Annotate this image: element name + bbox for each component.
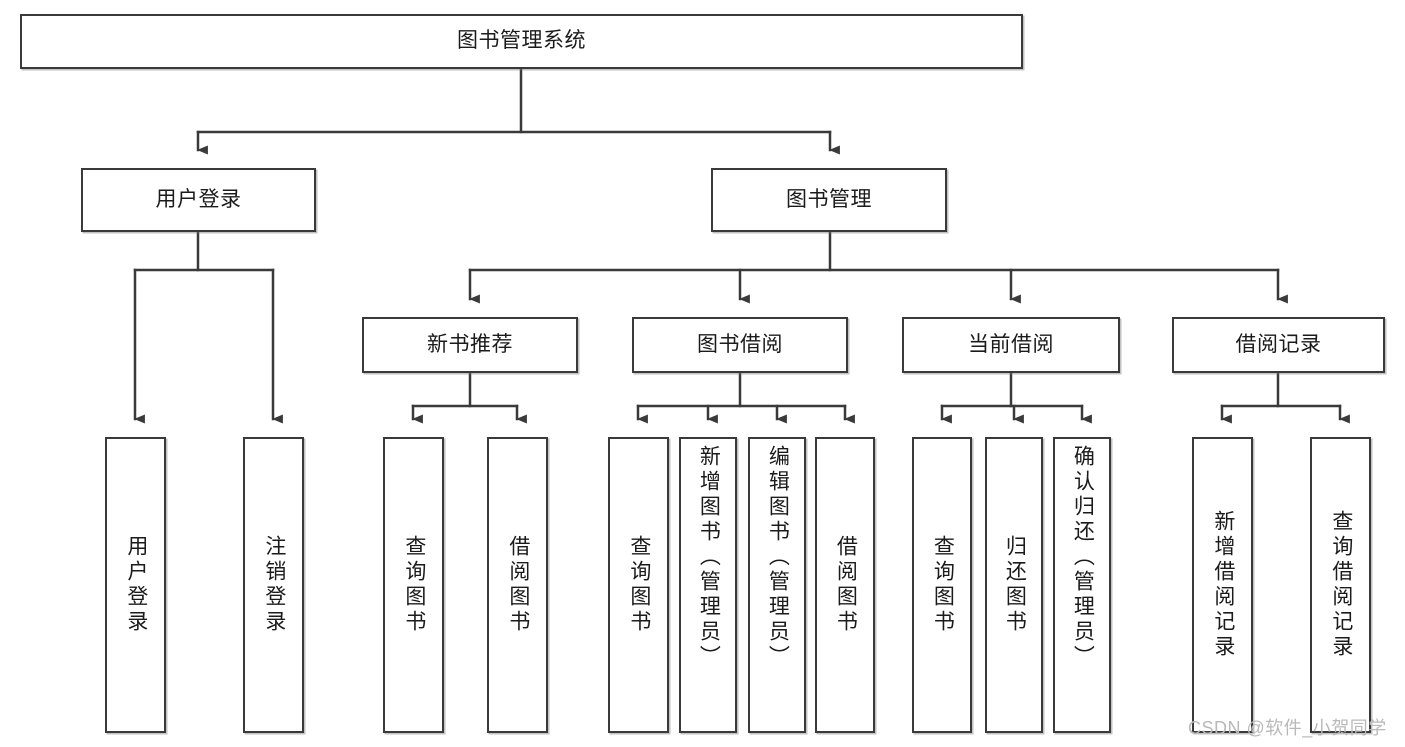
node-root[interactable]: 图书管理系统 [20, 14, 1023, 69]
leaf-edit-book-admin[interactable]: 编辑图书（管理员） [748, 437, 806, 733]
node-current-borrow-label: 当前借阅 [968, 332, 1054, 356]
node-book-manage[interactable]: 图书管理 [711, 168, 947, 232]
leaf-query-borrow-record-label: 查询借阅记录 [1329, 510, 1353, 660]
leaf-logout[interactable]: 注销登录 [243, 437, 304, 733]
node-borrow-record-label: 借阅记录 [1235, 332, 1322, 356]
leaf-edit-book-admin-label: 编辑图书（管理员） [766, 445, 790, 670]
leaf-logout-label: 注销登录 [262, 535, 286, 635]
node-user-login[interactable]: 用户登录 [81, 168, 316, 232]
leaf-add-borrow-record-label: 新增借阅记录 [1211, 510, 1235, 660]
leaf-borrow-book-label: 借阅图书 [834, 535, 858, 635]
leaf-confirm-return-admin-label: 确认归还（管理员） [1071, 445, 1095, 670]
leaf-return-book-label: 归还图书 [1003, 535, 1027, 635]
node-new-book-recommend[interactable]: 新书推荐 [362, 317, 578, 373]
leaf-user-login[interactable]: 用户登录 [105, 437, 166, 733]
node-book-borrow-label: 图书借阅 [697, 332, 783, 356]
leaf-add-book-admin-label: 新增图书（管理员） [697, 445, 721, 670]
leaf-query-borrow-record[interactable]: 查询借阅记录 [1310, 437, 1371, 733]
node-book-borrow[interactable]: 图书借阅 [632, 317, 848, 373]
node-user-login-label: 用户登录 [155, 187, 242, 211]
leaf-query-book-recommend[interactable]: 查询图书 [383, 437, 444, 733]
leaf-borrow-book-recommend-label: 借阅图书 [506, 535, 530, 635]
node-book-manage-label: 图书管理 [786, 187, 872, 211]
leaf-borrow-book[interactable]: 借阅图书 [815, 437, 875, 733]
leaf-user-login-label: 用户登录 [124, 535, 148, 635]
leaf-return-book[interactable]: 归还图书 [985, 437, 1043, 733]
leaf-add-borrow-record[interactable]: 新增借阅记录 [1192, 437, 1253, 733]
leaf-query-book-recommend-label: 查询图书 [402, 535, 426, 635]
leaf-query-book-borrow[interactable]: 查询图书 [608, 437, 669, 733]
node-current-borrow[interactable]: 当前借阅 [902, 317, 1120, 373]
node-borrow-record[interactable]: 借阅记录 [1172, 317, 1385, 373]
node-root-label: 图书管理系统 [457, 29, 586, 53]
leaf-query-book-borrow-label: 查询图书 [627, 535, 651, 635]
leaf-add-book-admin[interactable]: 新增图书（管理员） [679, 437, 737, 733]
leaf-confirm-return-admin[interactable]: 确认归还（管理员） [1053, 437, 1111, 733]
leaf-query-book-current-label: 查询图书 [931, 535, 955, 635]
leaf-query-book-current[interactable]: 查询图书 [912, 437, 972, 733]
node-new-book-recommend-label: 新书推荐 [427, 332, 513, 356]
leaf-borrow-book-recommend[interactable]: 借阅图书 [487, 437, 548, 733]
